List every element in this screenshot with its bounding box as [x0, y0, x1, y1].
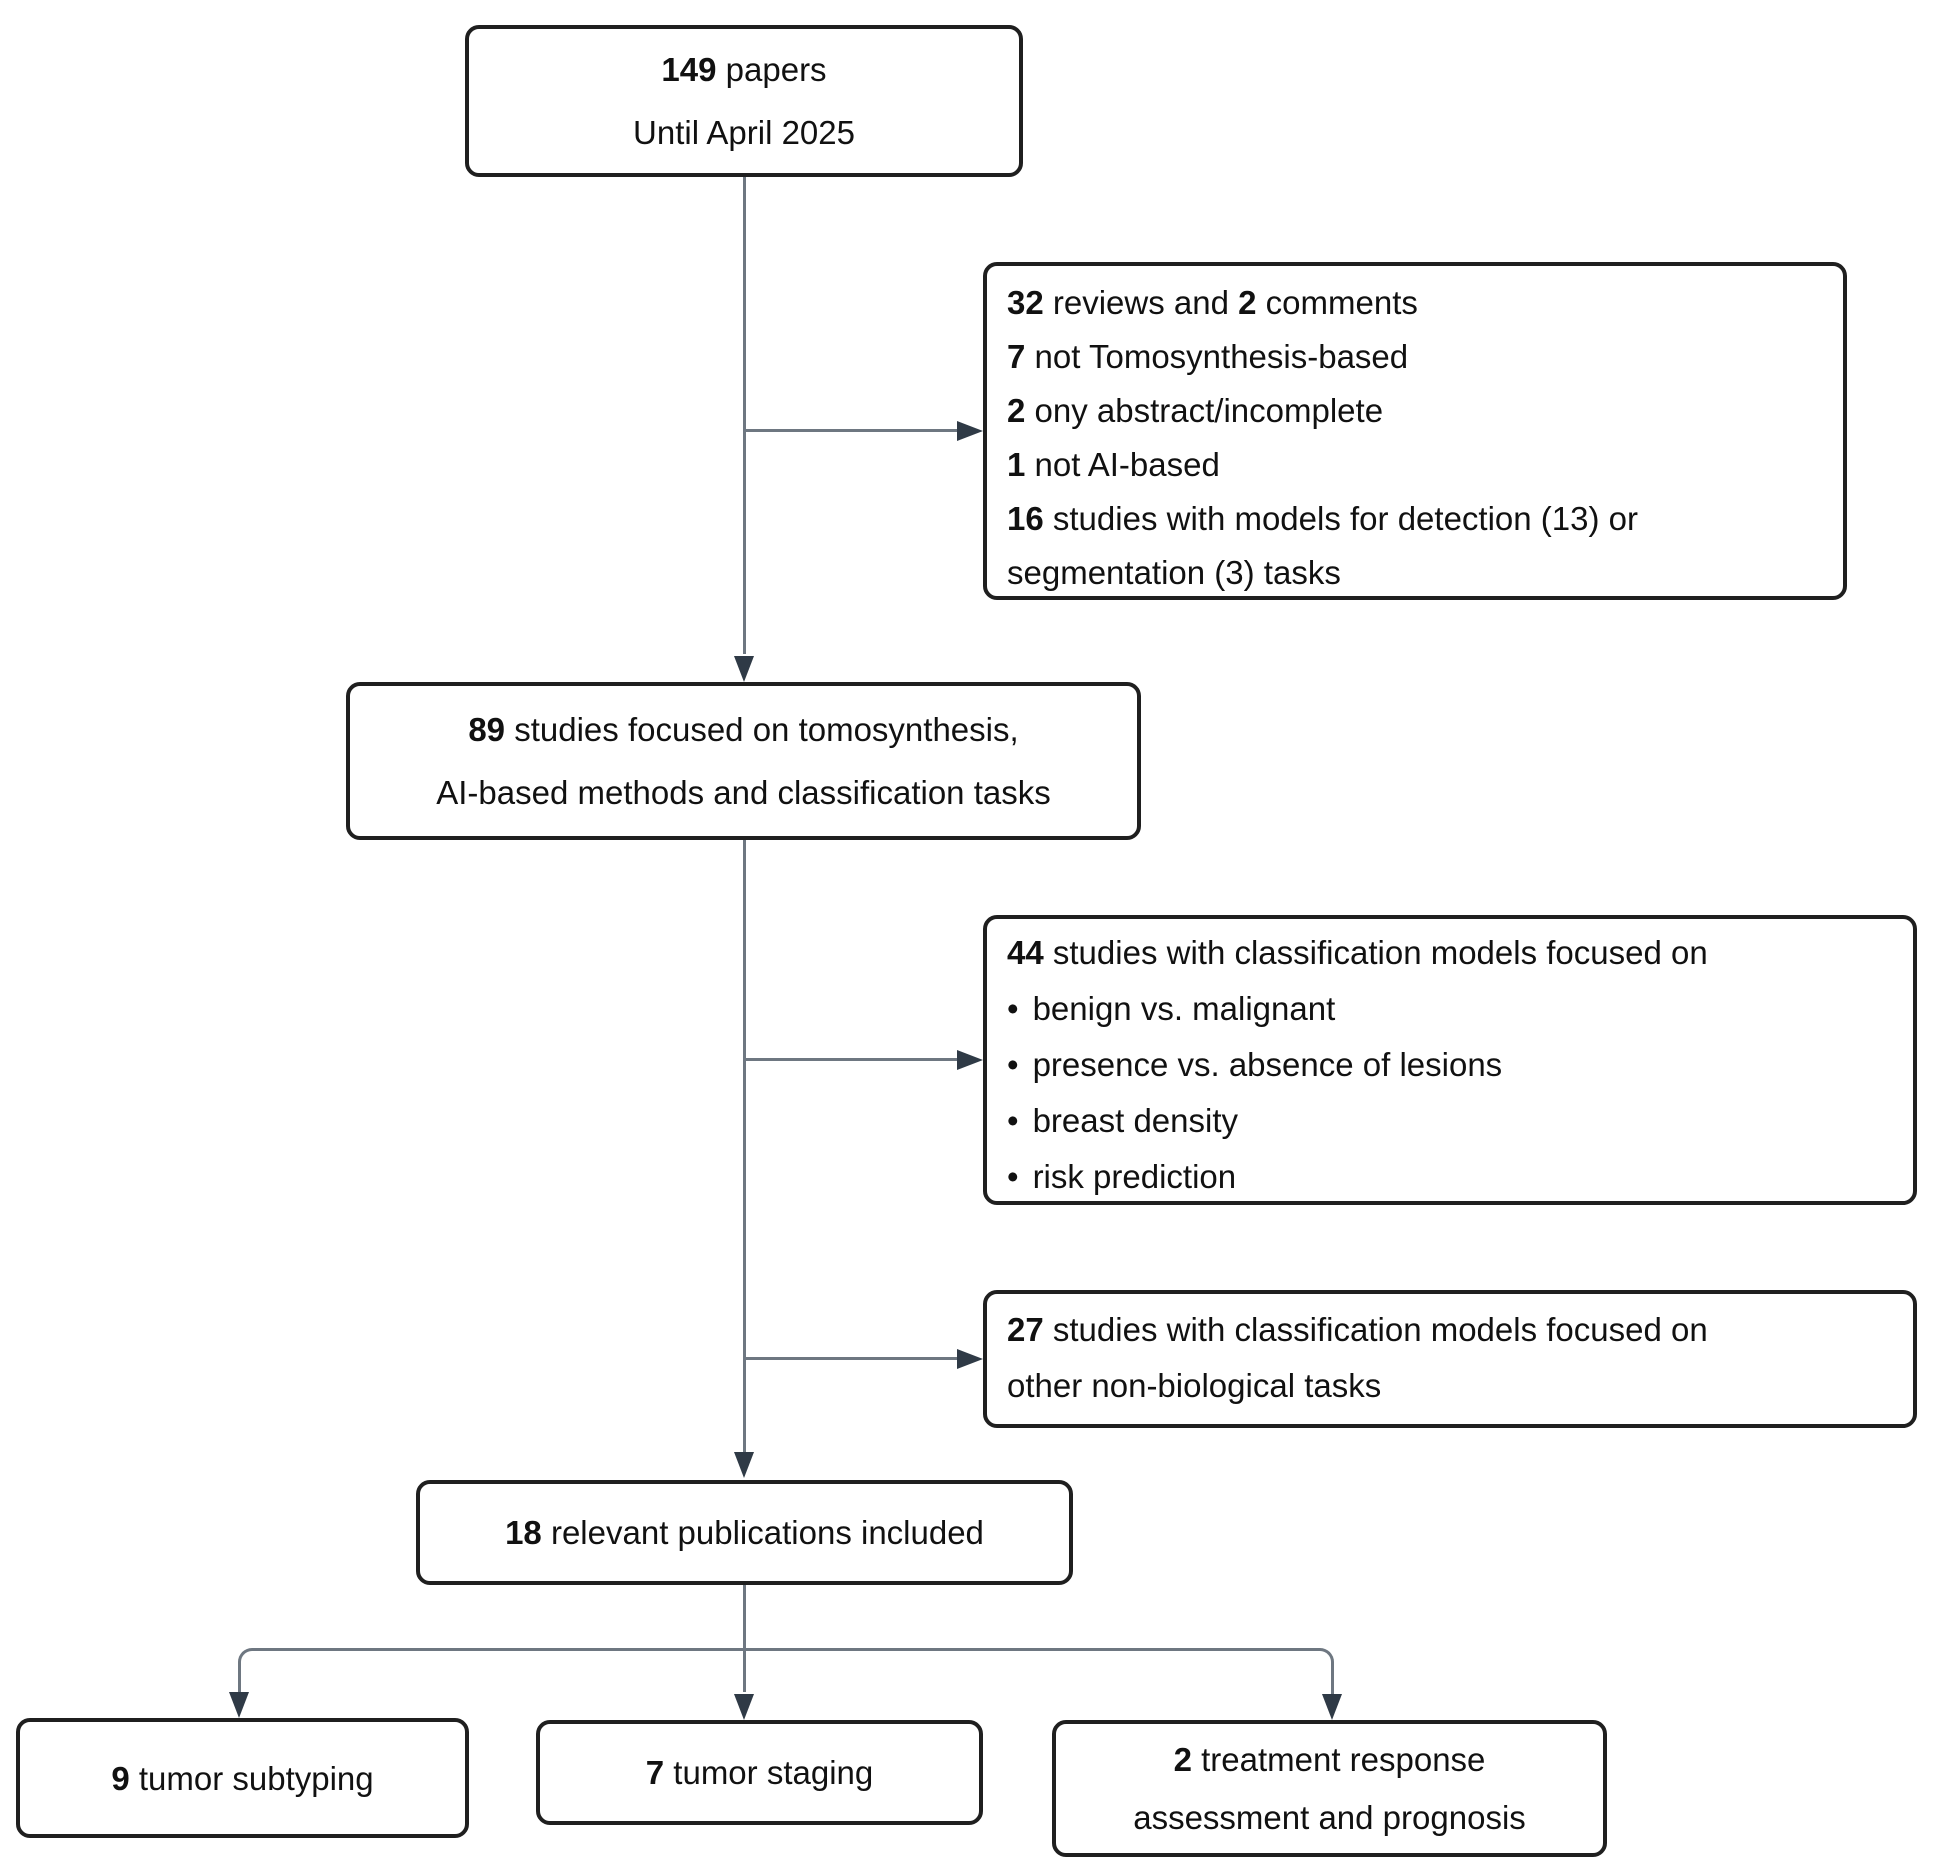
- bullet-icon: •: [1007, 1158, 1019, 1195]
- box-2-treatment-response: 2 treatment response assessment and prog…: [1052, 1720, 1607, 1857]
- treatment-line1: 2 treatment response: [1174, 1731, 1486, 1789]
- included-count: 18: [505, 1514, 542, 1551]
- connector-corner-right: [1318, 1648, 1334, 1664]
- papers-count: 149: [661, 51, 717, 88]
- box-9-tumor-subtyping: 9 tumor subtyping: [16, 1718, 469, 1838]
- subtyping-line: 9 tumor subtyping: [111, 1747, 373, 1810]
- exclusion-line-not-tomo: 7 not Tomosynthesis-based: [1007, 330, 1823, 384]
- subtyping-count: 9: [111, 1759, 130, 1797]
- exclusion-count-abstract: 2: [1007, 392, 1026, 429]
- papers-date-line: Until April 2025: [633, 114, 855, 151]
- class44-text: studies with classification models focus…: [1043, 934, 1708, 971]
- exclusion-line-abstract: 2 ony abstract/incomplete: [1007, 384, 1823, 438]
- exclusion-count-not-ai: 1: [1007, 446, 1026, 483]
- arrowhead-into-excluded-box: [957, 421, 983, 441]
- exclusion-count-comments: 2: [1238, 284, 1257, 321]
- connector-split-bar: [252, 1648, 1320, 1651]
- box-149-papers: 149 papers Until April 2025: [465, 25, 1023, 177]
- bullet-icon: •: [1007, 1102, 1019, 1139]
- box-18-included: 18 relevant publications included: [416, 1480, 1073, 1585]
- class44-bullet-density: • breast density: [1007, 1093, 1893, 1149]
- treatment-text: treatment response: [1191, 1740, 1486, 1778]
- arrowhead-into-other27-box: [957, 1349, 983, 1369]
- class44-bullet-text: benign vs. malignant: [1032, 990, 1336, 1027]
- exclusion-text: not AI-based: [1025, 446, 1220, 483]
- tomo-line1: 89 studies focused on tomosynthesis,: [468, 698, 1018, 761]
- class44-bullet-benign: • benign vs. malignant: [1007, 981, 1893, 1037]
- arrowhead-into-tomo-box: [734, 656, 754, 682]
- staging-line: 7 tumor staging: [646, 1741, 873, 1804]
- connector-to-treatment: [1331, 1662, 1334, 1694]
- exclusion-line-detection: 16 studies with models for detection (13…: [1007, 492, 1823, 600]
- other27-line2: other non-biological tasks: [1007, 1367, 1382, 1404]
- exclusion-count-reviews: 32: [1007, 284, 1044, 321]
- connector-tomo-to-included: [743, 840, 746, 1452]
- tomo-line2: AI-based methods and classification task…: [436, 774, 1051, 811]
- connector-branch-class44: [744, 1058, 957, 1061]
- connector-papers-to-tomo: [743, 177, 746, 654]
- box-7-tumor-staging: 7 tumor staging: [536, 1720, 983, 1825]
- connector-branch-other27: [744, 1357, 957, 1360]
- connector-corner-left: [238, 1648, 254, 1664]
- exclusion-text: comments: [1256, 284, 1418, 321]
- exclusion-text: not Tomosynthesis-based: [1025, 338, 1409, 375]
- connector-branch-excluded: [744, 429, 957, 432]
- arrowhead-into-class44-box: [957, 1050, 983, 1070]
- connector-included-to-staging: [743, 1585, 746, 1692]
- papers-label: papers: [716, 51, 827, 88]
- treatment-line2: assessment and prognosis: [1133, 1798, 1526, 1836]
- staging-count: 7: [645, 1754, 665, 1791]
- papers-count-line: 149 papers: [661, 38, 826, 101]
- included-text: relevant publications included: [541, 1514, 984, 1551]
- class44-bullet-text: breast density: [1032, 1102, 1239, 1139]
- tomo-text: studies focused on tomosynthesis,: [505, 711, 1019, 748]
- exclusion-count-detection: 16: [1007, 500, 1044, 537]
- other27-count: 27: [1007, 1311, 1044, 1348]
- bullet-icon: •: [1007, 990, 1019, 1027]
- subtyping-text: tumor subtyping: [129, 1759, 374, 1797]
- exclusion-line-not-ai: 1 not AI-based: [1007, 438, 1823, 492]
- exclusion-count-not-tomo: 7: [1007, 338, 1026, 375]
- exclusion-line-reviews: 32 reviews and 2 comments: [1007, 276, 1823, 330]
- class44-count: 44: [1007, 934, 1044, 971]
- other27-line1: 27 studies with classification models fo…: [1007, 1302, 1893, 1358]
- class44-bullet-presence: • presence vs. absence of lesions: [1007, 1037, 1893, 1093]
- box-44-classification: 44 studies with classification models fo…: [983, 915, 1917, 1205]
- box-27-other-tasks: 27 studies with classification models fo…: [983, 1290, 1917, 1428]
- arrowhead-into-included-box: [734, 1452, 754, 1478]
- included-line: 18 relevant publications included: [505, 1501, 984, 1564]
- box-exclusions: 32 reviews and 2 comments 7 not Tomosynt…: [983, 262, 1847, 600]
- other27-text: studies with classification models focus…: [1043, 1311, 1708, 1348]
- arrowhead-into-treatment-box: [1322, 1694, 1342, 1720]
- class44-bullet-text: presence vs. absence of lesions: [1032, 1046, 1503, 1083]
- class44-heading: 44 studies with classification models fo…: [1007, 925, 1893, 981]
- arrowhead-into-staging-box: [734, 1694, 754, 1720]
- connector-to-subtyping: [238, 1662, 241, 1694]
- exclusion-text: studies with models for detection (13) o…: [1007, 500, 1638, 591]
- arrowhead-into-subtyping-box: [229, 1692, 249, 1718]
- class44-bullet-text: risk prediction: [1032, 1158, 1237, 1195]
- treatment-count: 2: [1173, 1740, 1192, 1778]
- exclusion-text: ony abstract/incomplete: [1025, 392, 1384, 429]
- box-89-studies: 89 studies focused on tomosynthesis, AI-…: [346, 682, 1141, 840]
- tomo-count: 89: [468, 711, 506, 748]
- class44-bullet-risk: • risk prediction: [1007, 1149, 1893, 1205]
- bullet-icon: •: [1007, 1046, 1019, 1083]
- staging-text: tumor staging: [664, 1754, 874, 1791]
- exclusion-text: reviews and: [1043, 284, 1239, 321]
